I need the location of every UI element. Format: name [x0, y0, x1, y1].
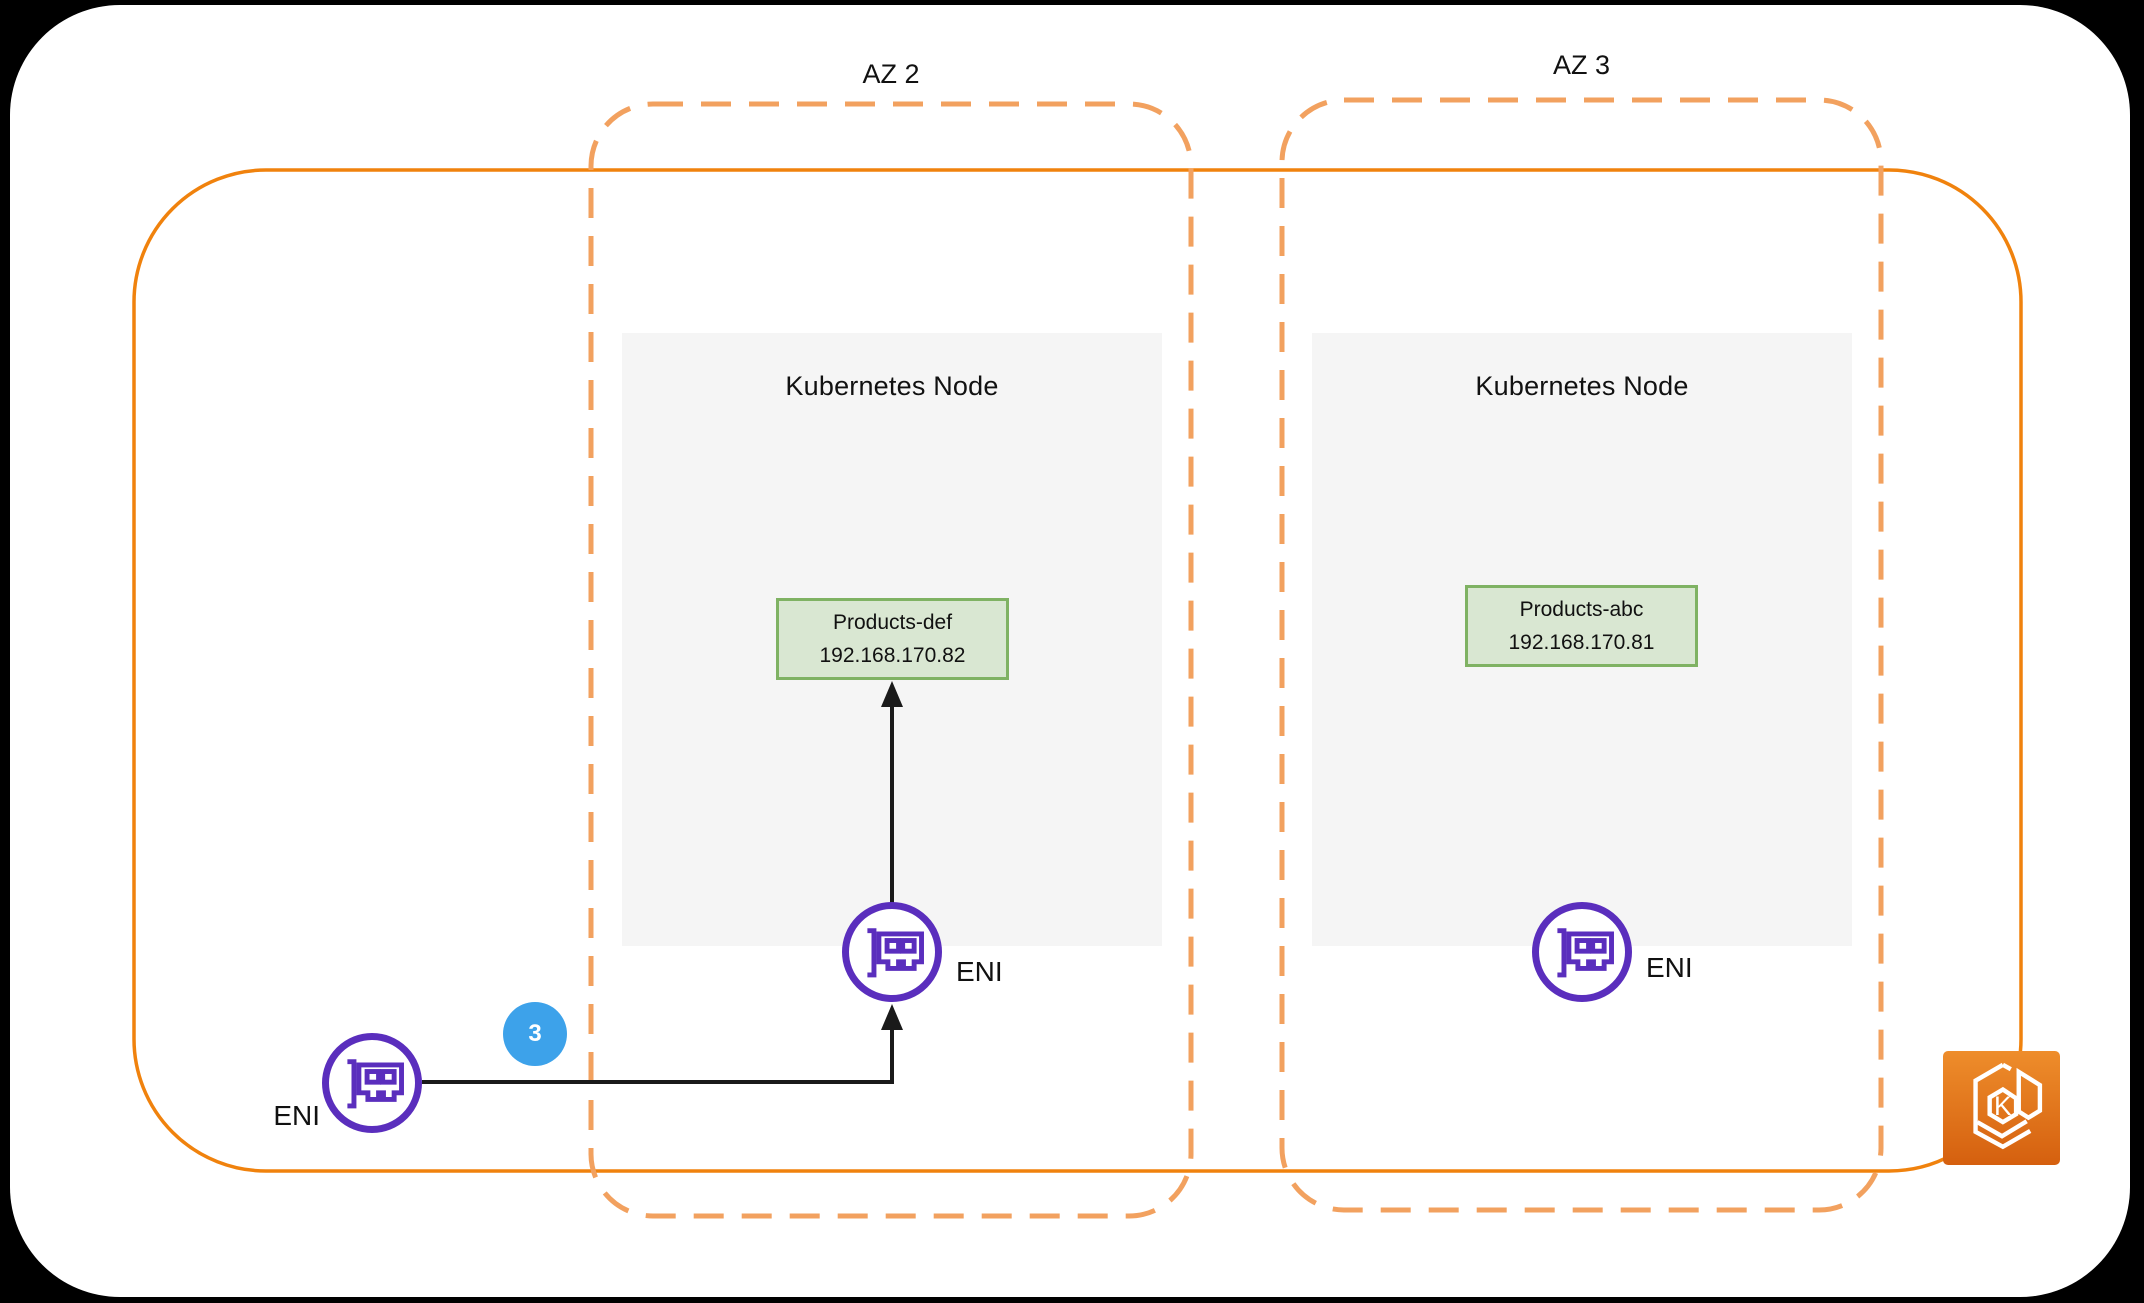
eni-label: ENI [1646, 952, 1693, 983]
eni-az3-node [1532, 902, 1632, 1002]
pod-ip: 192.168.170.82 [819, 643, 966, 667]
az2-label: AZ 2 [862, 59, 920, 89]
eni-label: ENI [956, 956, 1003, 987]
network-interface-icon [347, 1059, 404, 1109]
pod-name: Products-def [832, 610, 953, 634]
pod-products-def: Products-def 192.168.170.82 [776, 598, 1009, 680]
az3-label: AZ 3 [1552, 50, 1611, 80]
pod-ip: 192.168.170.81 [1508, 630, 1655, 654]
step-badge: 3 [503, 1002, 567, 1066]
eni-az2-node [842, 902, 942, 1002]
node-title: Kubernetes Node [785, 371, 999, 401]
eni-bottom-left [322, 1033, 422, 1133]
pod-products-abc: Products-abc 192.168.170.81 [1465, 585, 1698, 667]
step-badge-number: 3 [528, 1020, 542, 1047]
amazon-eks-icon: K [1943, 1051, 2060, 1165]
eks-letter: K [1994, 1091, 2012, 1121]
eni-label: ENI [273, 1100, 320, 1131]
pod-name: Products-abc [1519, 597, 1644, 621]
network-interface-icon [867, 928, 924, 978]
network-interface-icon [1557, 928, 1614, 978]
eks-hexagon-glyph: K [1972, 1062, 2042, 1150]
node-title: Kubernetes Node [1475, 371, 1689, 401]
